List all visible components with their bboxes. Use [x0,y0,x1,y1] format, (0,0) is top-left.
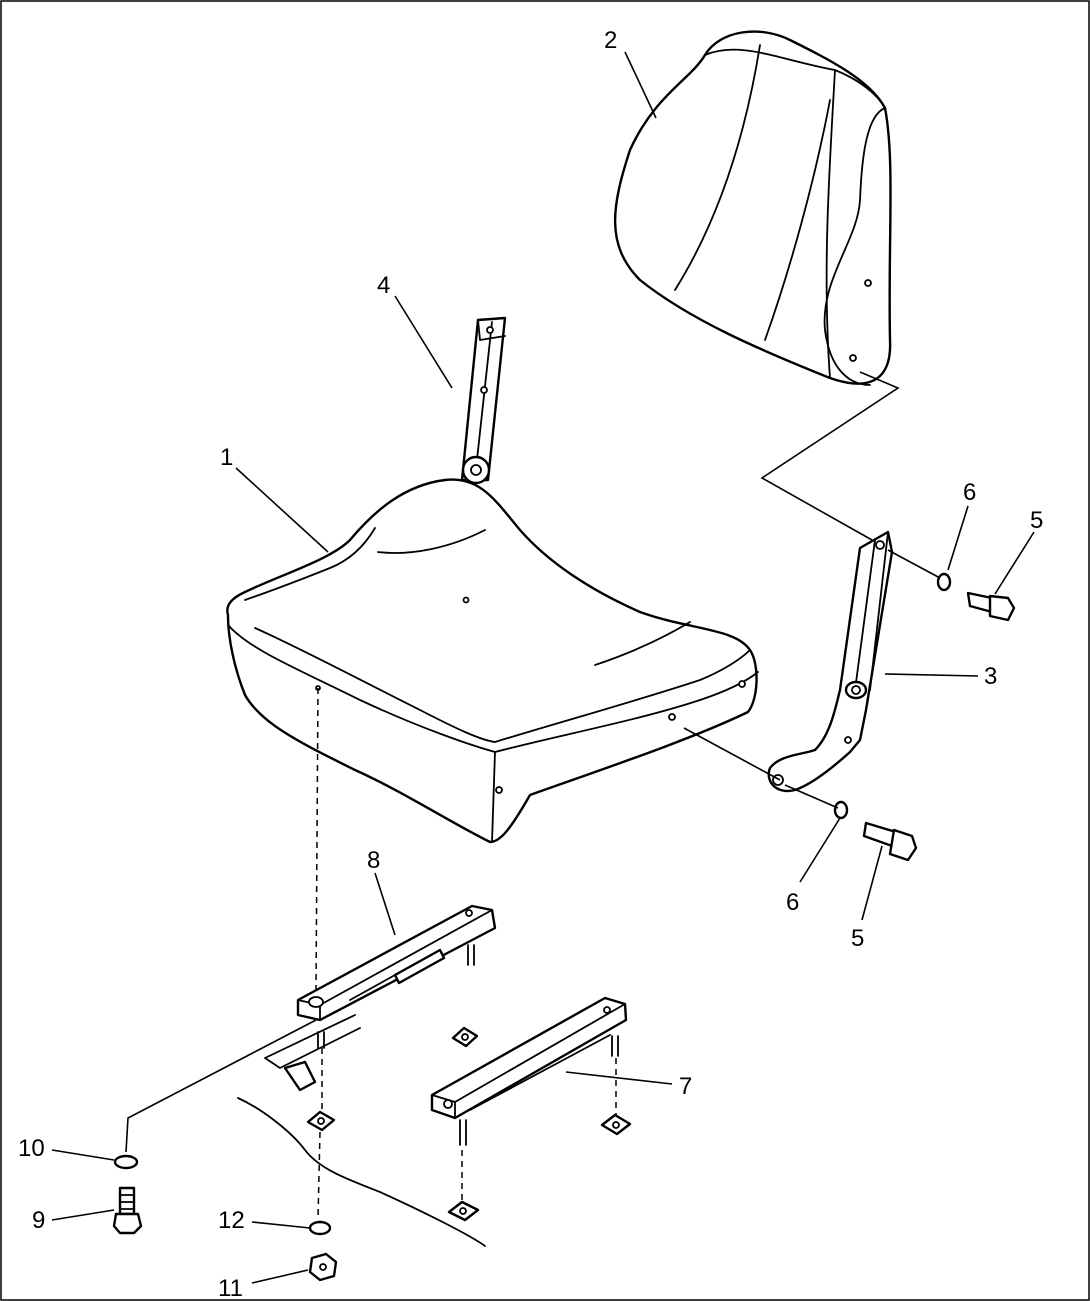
leader-6-upper [947,505,969,571]
callout-slide-rail-lever: 8 [367,847,380,874]
callout-washer-upper: 6 [963,479,976,506]
connector-seat-bracket [683,727,781,781]
leader-7 [565,1071,673,1085]
connector-washer-upper [887,549,941,579]
backrest [613,30,892,386]
bracket-left [460,316,507,485]
leader-3 [884,673,979,677]
callout-bolt-upper: 5 [1030,507,1043,534]
leader-8 [374,872,396,936]
callout-bolt-lower: 5 [851,925,864,952]
washer-10-part [113,1154,139,1170]
callout-bracket-left: 4 [377,272,390,299]
square-nut-d [447,1200,480,1222]
floor-contour [237,1097,486,1247]
slide-rail [430,996,628,1146]
dashed-nut-line [317,1131,321,1219]
bracket-right [767,530,894,793]
square-nut-b [306,1110,336,1132]
callout-seat-cushion: 1 [220,444,233,471]
nut-11-part [308,1252,338,1282]
connector-washer-lower [784,784,839,809]
leader-4 [394,295,453,389]
square-nut-c [600,1113,632,1136]
seat-cushion [226,478,759,844]
washer-upper-part [936,572,952,592]
bolt-lower-part [862,821,918,862]
bolt-upper-part [966,591,1016,622]
leader-5-upper [994,531,1035,595]
callout-washer-12: 12 [218,1207,245,1234]
slide-rail-lever [264,904,497,1092]
callout-bolt-9: 9 [32,1207,45,1234]
leader-9 [51,1209,115,1221]
connector-rail-washer [125,1019,317,1153]
callout-bracket-right: 3 [984,663,997,690]
washer-12-part [308,1220,332,1236]
callout-washer-lower: 6 [786,889,799,916]
washer-lower-part [833,800,849,820]
callout-backrest: 2 [604,27,617,54]
bolt-9-part [112,1186,143,1235]
square-nut-a [451,1026,479,1048]
leader-12 [251,1221,311,1229]
callout-nut-11: 11 [218,1275,243,1301]
leader-5-lower [861,845,883,921]
connector-backrest-bracket [760,371,900,541]
leader-6-lower [799,817,841,883]
leader-1 [235,467,329,553]
callout-washer-10: 10 [18,1135,45,1162]
callout-slide-rail: 7 [679,1073,692,1100]
leader-11 [251,1269,309,1284]
leader-2 [624,51,657,119]
leader-10 [51,1149,115,1161]
